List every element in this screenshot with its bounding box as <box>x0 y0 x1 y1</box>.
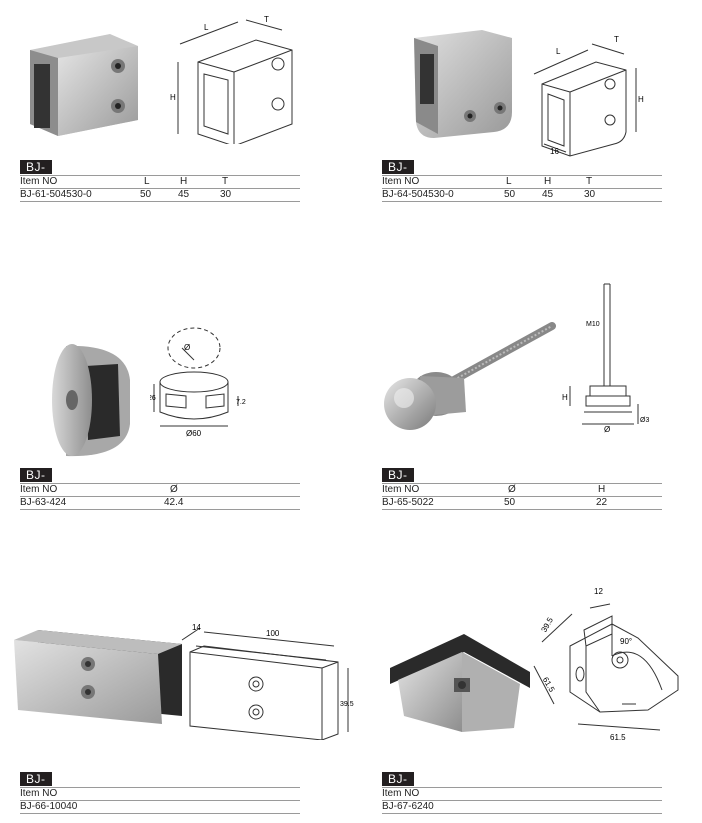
bj-66-tag: BJ-66 <box>20 772 52 800</box>
table-header-row: Item NO Ø <box>20 483 300 496</box>
cell-l: 50 <box>504 189 516 200</box>
table-row: BJ-63-424 42.4 <box>20 496 300 510</box>
table-row: BJ-66-10040 <box>20 800 300 814</box>
bj-65-dim-label: Ø3 <box>640 417 649 424</box>
bj-66-photo <box>14 630 182 724</box>
table-row: BJ-64-504530-0 50 45 30 <box>382 188 662 202</box>
bj-65-dim-label: M10 <box>586 321 600 328</box>
bj-62-drawing: L T H 16 <box>533 35 644 157</box>
bj-67-dim-label: 61.5 <box>541 676 557 694</box>
table-row: BJ-61-504530-0 50 45 30 <box>20 188 300 202</box>
table-row: BJ-67-6240 <box>382 800 662 814</box>
bj-61-drawing: L T H <box>170 15 293 144</box>
bj-66-drawing: 14 100 39.5 <box>181 623 354 740</box>
cell-item-no: BJ-63-424 <box>20 497 67 508</box>
bj-61-dim-label: L <box>204 23 209 32</box>
table-header-row: Item NO <box>20 787 300 800</box>
bj-67-photo <box>390 634 530 732</box>
header-item-no: Item NO <box>20 176 58 187</box>
bj-67-spec-table: Item NO BJ-67-6240 <box>382 787 662 814</box>
cell-item-no: BJ-61-504530-0 <box>20 189 92 200</box>
table-header-row: Item NO <box>382 787 662 800</box>
cell-h: 22 <box>596 497 608 508</box>
bj-67-tag: BJ-67 <box>382 772 414 800</box>
bj-67-dim-label: 39.5 <box>539 615 555 633</box>
cell-diameter: 50 <box>504 497 516 508</box>
bj-63-dim-label: Ø60 <box>186 429 202 438</box>
bj-65-spec-table: Item NO Ø H BJ-65-5022 50 22 <box>382 483 662 510</box>
cell-item-no: BJ-65-5022 <box>382 497 434 508</box>
bj-63-tag: BJ-63 <box>20 468 52 496</box>
bj-67-drawing: 12 39.5 90° 61.5 61.5 <box>533 587 679 742</box>
bj-61-dim-label: T <box>264 15 269 24</box>
bj-63-drawing: Ø 26 7.2 Ø60 <box>150 327 246 438</box>
header-item-no: Item NO <box>382 484 420 495</box>
cell-h: 45 <box>542 189 554 200</box>
bj-61-tag: BJ-61 <box>20 160 52 188</box>
bj-62-dim-label: T <box>614 35 619 44</box>
bj-65-dim-label: Ø <box>604 425 610 434</box>
table-header-row: Item NO L H T <box>382 175 662 188</box>
header-t: T <box>222 176 229 187</box>
header-h: H <box>180 176 188 187</box>
bj-65-photo <box>384 322 556 430</box>
cell-t: 30 <box>584 189 596 200</box>
header-item-no: Item NO <box>382 788 420 799</box>
header-item-no: Item NO <box>20 788 58 799</box>
bj-65-drawing: M10 H Ø Ø3 <box>562 283 649 434</box>
bj-65-tag: BJ-65 <box>382 468 414 496</box>
header-item-no: Item NO <box>382 176 420 187</box>
header-h: H <box>544 176 552 187</box>
cell-diameter: 42.4 <box>164 497 184 508</box>
header-h: H <box>598 484 606 495</box>
header-item-no: Item NO <box>20 484 58 495</box>
table-header-row: Item NO L H T <box>20 175 300 188</box>
bj-61-dim-label: H <box>170 93 176 102</box>
table-row: BJ-65-5022 50 22 <box>382 496 662 510</box>
bj-61-photo <box>30 34 138 136</box>
header-diameter: Ø <box>508 484 516 495</box>
cell-l: 50 <box>140 189 152 200</box>
header-t: T <box>586 176 593 187</box>
bj-62-dim-label: 16 <box>550 147 559 156</box>
bj-63-spec-table: Item NO Ø BJ-63-424 42.4 <box>20 483 300 510</box>
cell-item-no: BJ-67-6240 <box>382 801 434 812</box>
bj-63-dim-label: Ø <box>184 343 190 352</box>
cell-h: 45 <box>178 189 190 200</box>
table-header-row: Item NO Ø H <box>382 483 662 496</box>
bj-66-dim-label: 100 <box>266 629 280 638</box>
bj-66-spec-table: Item NO BJ-66-10040 <box>20 787 300 814</box>
bj-66-dim-label: 14 <box>192 623 201 632</box>
bj-67-dim-label: 61.5 <box>610 733 626 742</box>
bj-62-spec-table: Item NO L H T BJ-64-504530-0 50 45 30 <box>382 175 662 202</box>
cell-item-no: BJ-64-504530-0 <box>382 189 454 200</box>
bj-65-dim-label: H <box>562 393 568 402</box>
bj-62-photo <box>414 30 512 138</box>
bj-63-photo <box>52 344 130 457</box>
bj-66-dim-label: 39.5 <box>340 701 354 708</box>
bj-63-dim-label: 26 <box>150 395 156 402</box>
header-l: L <box>506 176 512 187</box>
bj-62-tag: BJ-62 <box>382 160 414 188</box>
bj-63-dim-label: 7.2 <box>236 399 246 406</box>
bj-62-dim-label: L <box>556 47 561 56</box>
cell-t: 30 <box>220 189 232 200</box>
bj-61-spec-table: Item NO L H T BJ-61-504530-0 50 45 30 <box>20 175 300 202</box>
header-diameter: Ø <box>170 484 178 495</box>
cell-item-no: BJ-66-10040 <box>20 801 78 812</box>
bj-67-dim-label: 90° <box>620 637 632 646</box>
bj-62-dim-label: H <box>638 95 644 104</box>
header-l: L <box>144 176 150 187</box>
bj-67-dim-label: 12 <box>594 587 603 596</box>
